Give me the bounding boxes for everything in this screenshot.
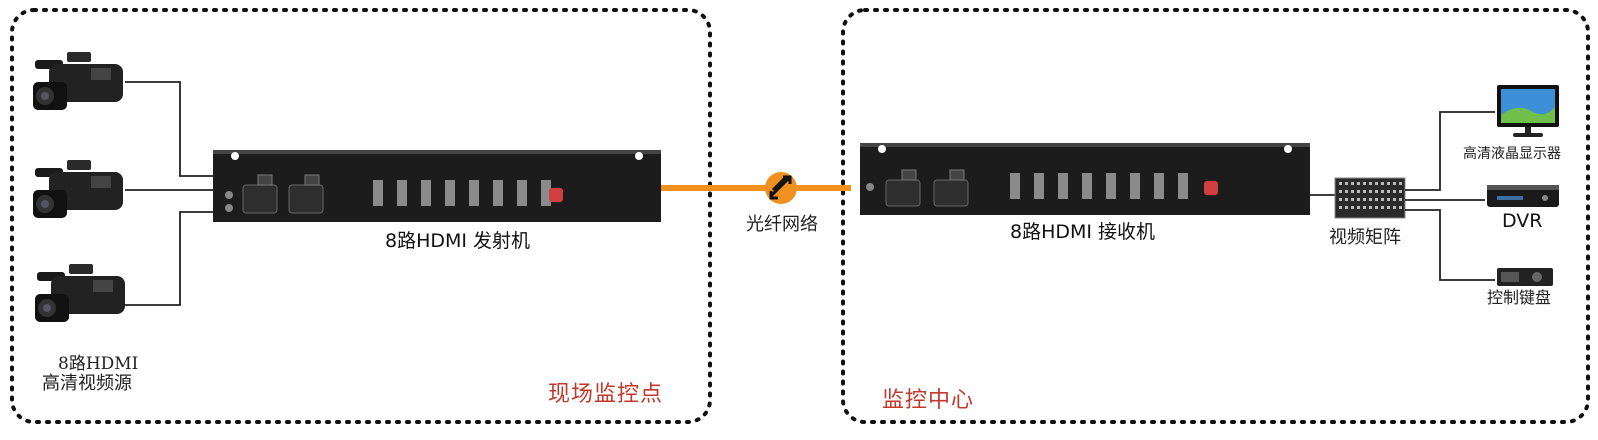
transmitter-device — [213, 150, 661, 222]
output-wires — [1405, 111, 1495, 281]
camera-icon — [33, 52, 123, 110]
video-matrix-device — [1334, 177, 1406, 219]
keyboard-label: 控制键盘 — [1487, 288, 1552, 307]
camera-icon — [33, 160, 123, 218]
keyboard-icon — [1497, 268, 1553, 286]
monitor-icon — [1497, 85, 1559, 137]
source-label-line2: 高清视频源 — [42, 373, 132, 394]
site-region-label: 现场监控点 — [548, 382, 664, 407]
matrix-label: 视频矩阵 — [1329, 227, 1401, 248]
center-region-border — [841, 8, 1590, 424]
network-label: 光纤网络 — [746, 214, 818, 235]
transmitter-label: 8路HDMI 发射机 — [385, 230, 531, 252]
dvr-icon — [1487, 185, 1559, 207]
dvr-label: DVR — [1502, 210, 1543, 232]
site-region-border — [10, 8, 712, 424]
camera-wires — [125, 81, 215, 306]
receiver-device — [860, 143, 1310, 215]
camera-icon — [35, 264, 125, 322]
monitor-label: 高清液晶显示器 — [1463, 146, 1561, 162]
fiber-network-icon — [765, 172, 797, 204]
center-region-label: 监控中心 — [882, 388, 975, 413]
source-label-line1: 8路HDMI — [58, 354, 139, 374]
receiver-label: 8路HDMI 接收机 — [1010, 221, 1156, 243]
